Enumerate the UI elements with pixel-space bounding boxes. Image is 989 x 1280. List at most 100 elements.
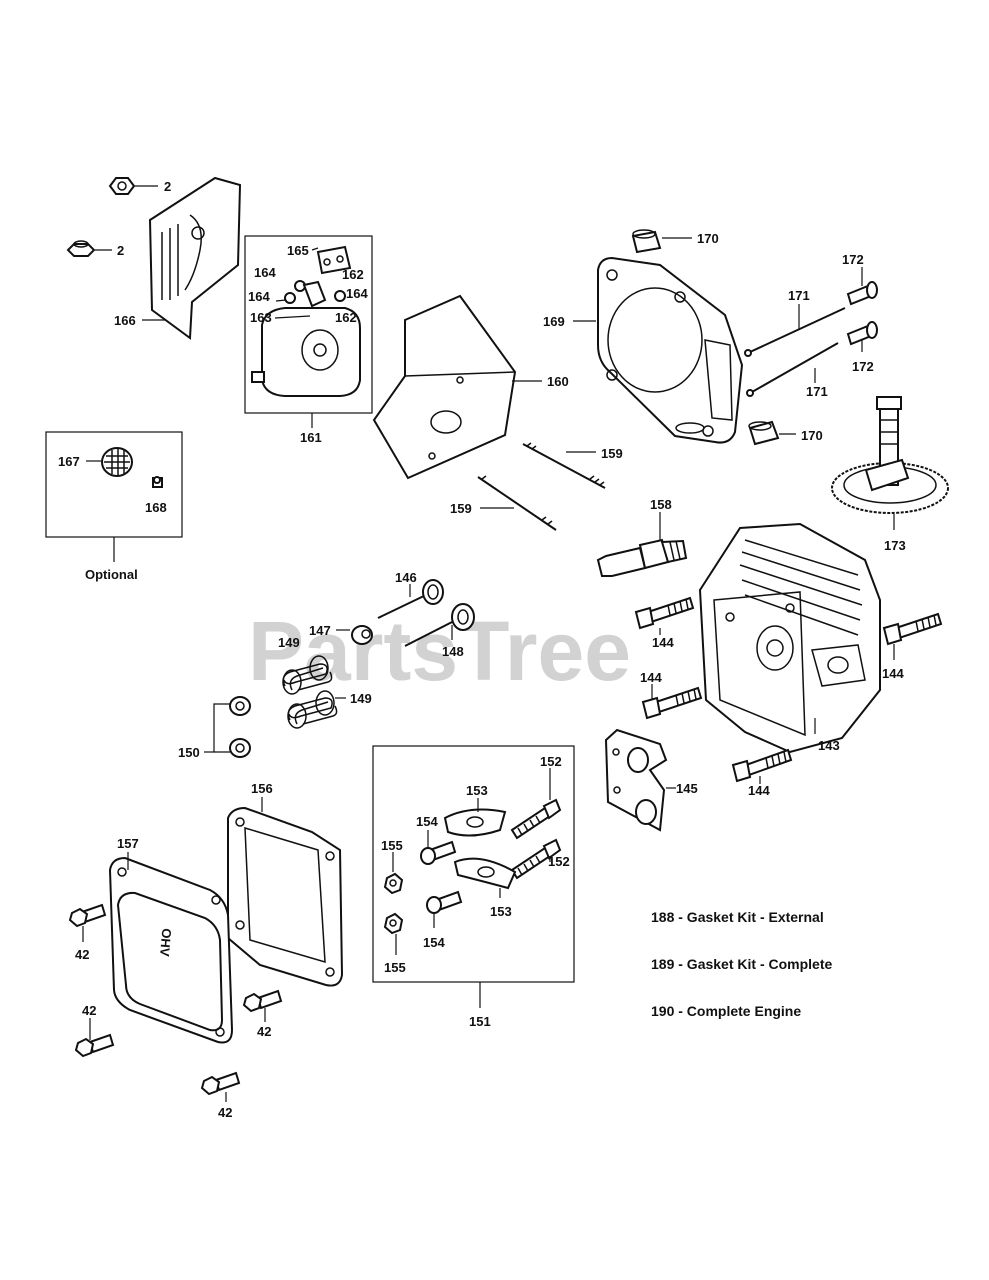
note-gasket-kit-complete: 189 - Gasket Kit - Complete xyxy=(651,956,832,972)
stud-159b[interactable] xyxy=(477,475,557,531)
label-165: 165 xyxy=(287,243,309,258)
cover-screw-42b[interactable] xyxy=(242,989,283,1013)
note-gasket-kit-external: 188 - Gasket Kit - External xyxy=(651,909,824,925)
label-162a: 162 xyxy=(342,267,364,282)
head-bolt-144a[interactable] xyxy=(634,596,695,630)
label-157: 157 xyxy=(117,836,139,851)
label-155a: 155 xyxy=(381,838,403,853)
rocker-bolt-172a[interactable] xyxy=(846,281,878,306)
ohv-marking: OHV xyxy=(157,928,174,958)
nut-part-2a[interactable] xyxy=(108,177,136,195)
pivot-bolt-154b[interactable] xyxy=(426,890,463,914)
watermark: PartsTree xyxy=(248,604,631,698)
muffler-screws-parts-164[interactable] xyxy=(284,280,346,308)
label-154b: 154 xyxy=(423,935,445,950)
label-144d: 144 xyxy=(748,783,770,798)
label-42c: 42 xyxy=(82,1003,96,1018)
valve-keeper-147[interactable] xyxy=(351,625,373,645)
muffler-part-161[interactable] xyxy=(251,307,361,397)
note-complete-engine: 190 - Complete Engine xyxy=(651,1003,801,1019)
label-170a: 170 xyxy=(697,231,719,246)
label-152a: 152 xyxy=(540,754,562,769)
muffler-bracket-part-165[interactable] xyxy=(316,245,352,275)
label-151: 151 xyxy=(469,1014,491,1029)
spring-retainers-150[interactable] xyxy=(229,696,251,758)
label-149b: 149 xyxy=(350,691,372,706)
head-bolt-144b[interactable] xyxy=(641,686,703,720)
valve-cover-157[interactable]: OHV xyxy=(108,856,234,1044)
label-42b: 42 xyxy=(257,1024,271,1039)
label-153b: 153 xyxy=(490,904,512,919)
label-156: 156 xyxy=(251,781,273,796)
label-42a: 42 xyxy=(75,947,89,962)
label-171a: 171 xyxy=(788,288,810,303)
label-167: 167 xyxy=(58,454,80,469)
head-bolt-144d[interactable] xyxy=(731,748,793,783)
label-2a: 2 xyxy=(164,179,171,194)
rocker-kit-box-151 xyxy=(372,745,575,983)
label-164a: 164 xyxy=(254,265,276,280)
dowel-pin-170a[interactable] xyxy=(631,229,662,254)
valve-146[interactable] xyxy=(377,579,444,619)
valve-148[interactable] xyxy=(404,603,475,647)
label-144b: 144 xyxy=(640,670,662,685)
label-170b: 170 xyxy=(801,428,823,443)
label-145: 145 xyxy=(676,781,698,796)
label-172b: 172 xyxy=(852,359,874,374)
rocker-arm-153b[interactable] xyxy=(453,857,517,890)
muffler-heat-shield-166[interactable] xyxy=(148,176,242,340)
camshaft-gear-173[interactable] xyxy=(831,396,949,514)
rocker-arm-153a[interactable] xyxy=(443,808,507,837)
label-149a: 149 xyxy=(278,635,300,650)
label-166: 166 xyxy=(114,313,136,328)
label-159b: 159 xyxy=(450,501,472,516)
rocker-plate-145[interactable] xyxy=(604,728,668,832)
label-162b: 162 xyxy=(335,310,357,325)
label-164c: 164 xyxy=(346,286,368,301)
valve-spring-149b[interactable] xyxy=(287,690,338,729)
spark-plug-158[interactable] xyxy=(596,538,688,577)
cover-screw-42c[interactable] xyxy=(74,1033,115,1058)
label-155b: 155 xyxy=(384,960,406,975)
dowel-pin-170b[interactable] xyxy=(748,420,780,446)
screw-part-168[interactable] xyxy=(152,476,163,488)
head-gasket-169[interactable] xyxy=(597,256,744,444)
stud-159a[interactable] xyxy=(522,442,606,489)
label-172a: 172 xyxy=(842,252,864,267)
valve-spring-149a[interactable] xyxy=(282,655,333,695)
label-152b: 152 xyxy=(548,854,570,869)
rocker-stud-152a[interactable] xyxy=(510,798,562,840)
cover-screw-42a[interactable] xyxy=(68,903,107,928)
label-164b: 164 xyxy=(248,289,270,304)
label-169: 169 xyxy=(543,314,565,329)
label-154a: 154 xyxy=(416,814,438,829)
valve-cover-gasket-156[interactable] xyxy=(227,806,344,987)
label-144a: 144 xyxy=(652,635,674,650)
rocker-bolt-172b[interactable] xyxy=(846,321,878,346)
label-143: 143 xyxy=(818,738,840,753)
deflector-plate-160[interactable] xyxy=(372,294,517,480)
label-146: 146 xyxy=(395,570,417,585)
muffler-kit-box-161 xyxy=(244,235,373,414)
lock-nut-155b[interactable] xyxy=(383,912,404,935)
push-rods-171[interactable] xyxy=(744,307,846,397)
label-144c: 144 xyxy=(882,666,904,681)
lock-nut-155a[interactable] xyxy=(383,872,404,895)
label-168: 168 xyxy=(145,500,167,515)
label-147: 147 xyxy=(309,623,331,638)
head-bolt-144c[interactable] xyxy=(882,612,943,646)
rocker-stud-152b[interactable] xyxy=(510,838,562,880)
nut-part-2b[interactable] xyxy=(66,240,96,257)
label-148: 148 xyxy=(442,644,464,659)
cylinder-head-143[interactable] xyxy=(698,522,881,754)
label-161: 161 xyxy=(300,430,322,445)
label-150: 150 xyxy=(178,745,200,760)
spark-arrestor-screen-167[interactable] xyxy=(101,447,133,477)
pivot-bolt-154a[interactable] xyxy=(420,840,457,865)
label-173: 173 xyxy=(884,538,906,553)
label-163: 163 xyxy=(250,310,272,325)
label-42d: 42 xyxy=(218,1105,232,1120)
label-171b: 171 xyxy=(806,384,828,399)
cover-screw-42d[interactable] xyxy=(200,1071,241,1096)
